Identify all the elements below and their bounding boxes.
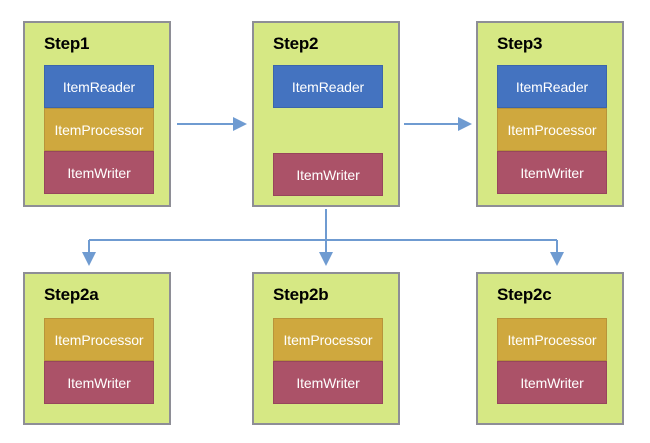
- step-node-step1[interactable]: Step1 ItemReader ItemProcessor ItemWrite…: [23, 21, 171, 207]
- component-item-processor[interactable]: ItemProcessor: [497, 108, 607, 151]
- step-components: ItemReader ItemProcessor ItemWriter: [44, 65, 154, 194]
- component-item-processor[interactable]: ItemProcessor: [44, 108, 154, 151]
- component-item-writer[interactable]: ItemWriter: [497, 361, 607, 404]
- step-title: Step2c: [497, 285, 552, 304]
- step-title: Step2: [273, 34, 319, 53]
- component-item-writer[interactable]: ItemWriter: [273, 153, 383, 196]
- step-node-step2b[interactable]: Step2b ItemProcessor ItemWriter: [252, 272, 400, 425]
- step-node-step2c[interactable]: Step2c ItemProcessor ItemWriter: [476, 272, 624, 425]
- step-title: Step3: [497, 34, 543, 53]
- step-components: ItemProcessor ItemWriter: [497, 318, 607, 404]
- component-item-processor[interactable]: ItemProcessor: [273, 318, 383, 361]
- component-item-reader[interactable]: ItemReader: [273, 65, 383, 108]
- component-item-processor[interactable]: ItemProcessor: [497, 318, 607, 361]
- step-node-step2[interactable]: Step2 ItemReader ItemWriter: [252, 21, 400, 207]
- component-item-writer[interactable]: ItemWriter: [273, 361, 383, 404]
- component-item-reader[interactable]: ItemReader: [497, 65, 607, 108]
- step-title: Step2a: [44, 285, 99, 304]
- component-item-processor[interactable]: ItemProcessor: [44, 318, 154, 361]
- component-item-writer[interactable]: ItemWriter: [44, 151, 154, 194]
- step-components: ItemProcessor ItemWriter: [44, 318, 154, 404]
- step-title: Step1: [44, 34, 90, 53]
- step-title: Step2b: [273, 285, 329, 304]
- component-item-writer[interactable]: ItemWriter: [44, 361, 154, 404]
- step-components: ItemReader ItemProcessor ItemWriter: [497, 65, 607, 194]
- component-placeholder-gap: [273, 108, 383, 153]
- step-node-step2a[interactable]: Step2a ItemProcessor ItemWriter: [23, 272, 171, 425]
- step-components: ItemReader ItemWriter: [273, 65, 383, 196]
- step-components: ItemProcessor ItemWriter: [273, 318, 383, 404]
- component-item-reader[interactable]: ItemReader: [44, 65, 154, 108]
- step-node-step3[interactable]: Step3 ItemReader ItemProcessor ItemWrite…: [476, 21, 624, 207]
- component-item-writer[interactable]: ItemWriter: [497, 151, 607, 194]
